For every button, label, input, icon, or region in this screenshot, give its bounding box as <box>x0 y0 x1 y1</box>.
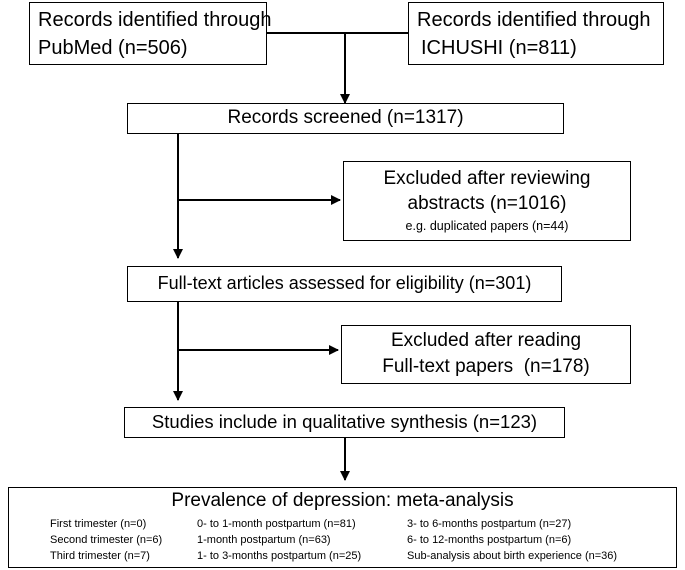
pubmed-line2: PubMed (n=506) <box>38 37 188 59</box>
prevalence-title: Prevalence of depression: meta-analysis <box>171 490 514 511</box>
ichushi-line1: Records identified through <box>417 9 651 31</box>
pubmed-line1: Records identified through <box>38 9 272 31</box>
prevalence-col3-row1: 3- to 6-months postpartum (n=27) <box>407 518 572 530</box>
ichushi-line2: ICHUSHI (n=811) <box>421 37 577 59</box>
excluded-fulltext-line2: Full-text papers (n=178) <box>382 356 590 377</box>
pubmed-box: Records identified through PubMed (n=506… <box>29 2 271 65</box>
prevalence-col2-row1: 0- to 1-month postpartum (n=81) <box>197 518 356 530</box>
screened-label: Records screened (n=1317) <box>227 107 464 128</box>
excluded-abstracts-box: Excluded after reviewing abstracts (n=10… <box>343 161 631 241</box>
prevalence-col3-row3: Sub-analysis about birth experience (n=3… <box>407 550 618 562</box>
excluded-abstracts-line2: abstracts (n=1016) <box>407 193 567 214</box>
prevalence-col2-row3: 1- to 3-months postpartum (n=25) <box>197 550 362 562</box>
ichushi-box: Records identified through ICHUSHI (n=81… <box>408 2 664 65</box>
excluded-fulltext-box: Excluded after reading Full-text papers … <box>341 325 631 384</box>
prevalence-col3-row2: 6- to 12-months postpartum (n=6) <box>407 534 572 546</box>
excluded-fulltext-line1: Excluded after reading <box>390 330 582 351</box>
excluded-abstracts-note: e.g. duplicated papers (n=44) <box>405 219 569 233</box>
prevalence-col1-row2: Second trimester (n=6) <box>50 534 163 546</box>
fulltext-label: Full-text articles assessed for eligibil… <box>157 273 532 293</box>
screened-box: Records screened (n=1317) <box>127 103 564 134</box>
prevalence-box: Prevalence of depression: meta-analysis … <box>8 487 677 568</box>
included-label: Studies include in qualitative synthesis… <box>151 411 538 432</box>
prevalence-col1-row1: First trimester (n=0) <box>50 518 147 530</box>
prevalence-col1-row3: Third trimester (n=7) <box>50 550 150 562</box>
fulltext-box: Full-text articles assessed for eligibil… <box>127 266 562 302</box>
included-box: Studies include in qualitative synthesis… <box>124 407 565 438</box>
prevalence-col2-row2: 1-month postpartum (n=63) <box>197 534 331 546</box>
excluded-abstracts-line1: Excluded after reviewing <box>383 168 591 189</box>
